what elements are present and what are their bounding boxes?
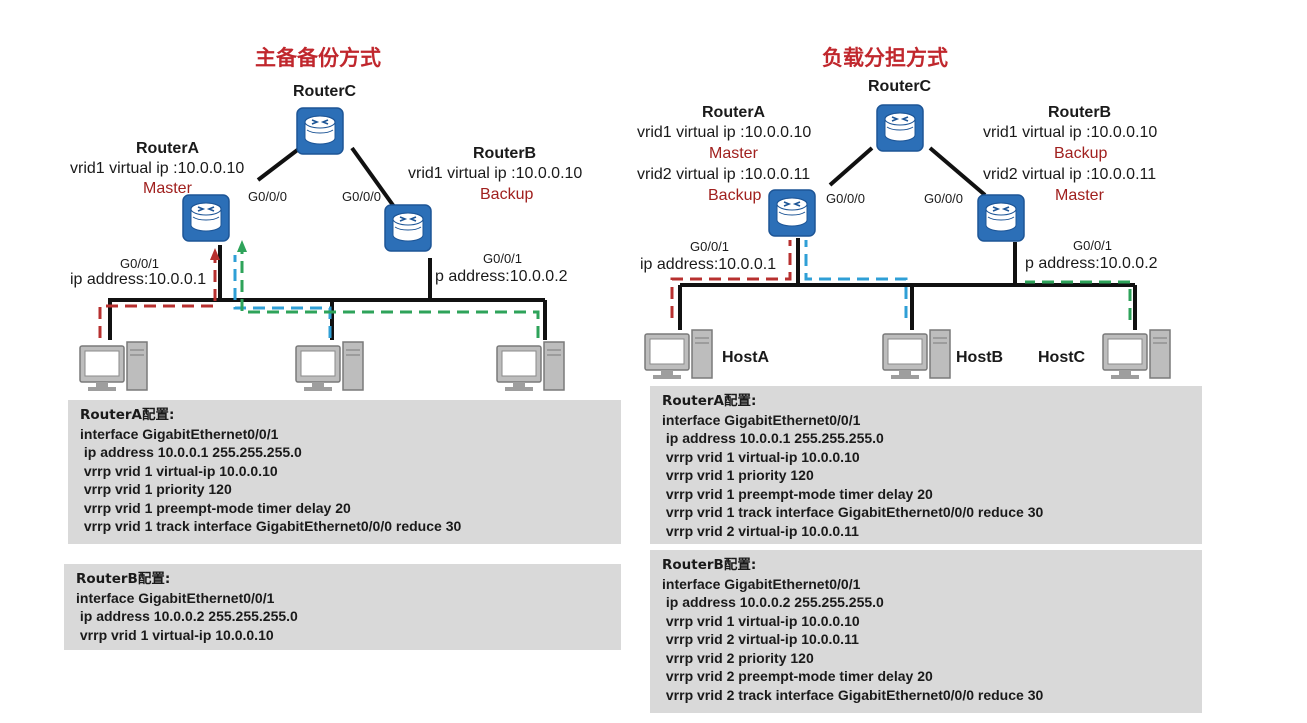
right-title: 负载分担方式 <box>822 46 948 70</box>
config-line: vrrp vrid 1 priority 120 <box>662 467 814 483</box>
left-title: 主备备份方式 <box>255 46 381 70</box>
left-routerB-ip: p address:10.0.0.2 <box>435 268 568 285</box>
right-hostB-icon <box>882 329 951 380</box>
left-traffic-paths <box>98 245 540 338</box>
right-routerB-role2: Master <box>1055 187 1104 204</box>
config-line: interface GigabitEthernet0/0/1 <box>662 411 861 428</box>
config-line: interface GigabitEthernet0/0/1 <box>662 575 861 592</box>
left-routerA-ip: ip address:10.0.0.1 <box>70 271 207 288</box>
left-routerA-uplink: G0/0/0 <box>248 189 288 204</box>
left-routerA-icon <box>182 194 230 242</box>
config-line: RouterB配置: <box>76 571 171 587</box>
left-routerC-label: RouterC <box>293 83 357 100</box>
right-routerA-vip2: vrid2 virtual ip :10.0.0.11 <box>637 166 811 183</box>
config-line: vrrp vrid 1 track interface GigabitEther… <box>80 518 462 534</box>
config-line: ip address 10.0.0.2 255.255.255.0 <box>662 594 884 610</box>
right-traffic-paths <box>670 240 1132 320</box>
config-line: ip address 10.0.0.2 255.255.255.0 <box>76 608 298 624</box>
config-line: vrrp vrid 1 virtual-ip 10.0.0.10 <box>76 626 274 643</box>
right-routerB-config: RouterB配置: interface GigabitEthernet0/0/… <box>650 550 1202 713</box>
config-line: vrrp vrid 1 priority 120 <box>80 481 232 497</box>
left-routerA-vip: vrid1 virtual ip :10.0.0.10 <box>70 160 245 177</box>
config-line: vrrp vrid 1 preempt-mode timer delay 20 <box>662 485 933 502</box>
right-routerA-uplink: G0/0/0 <box>826 191 866 206</box>
config-line: interface GigabitEthernet0/0/1 <box>80 425 279 442</box>
right-routerB-ip: p address:10.0.0.2 <box>1025 255 1158 272</box>
left-routerA-label: RouterA <box>136 140 200 157</box>
left-routerA-role: Master <box>143 180 192 197</box>
config-line: vrrp vrid 1 virtual-ip 10.0.0.10 <box>80 462 278 479</box>
config-line: vrrp vrid 1 virtual-ip 10.0.0.10 <box>662 612 860 629</box>
left-host2-icon <box>295 341 364 392</box>
right-routerB-role1: Backup <box>1054 145 1108 162</box>
config-line: vrrp vrid 2 virtual-ip 10.0.0.11 <box>662 631 859 647</box>
right-routerA-role1: Master <box>709 145 758 162</box>
config-line: RouterA配置: <box>80 407 175 423</box>
left-routerB-config: RouterB配置: interface GigabitEthernet0/0/… <box>64 564 621 650</box>
right-hostA-label: HostA <box>722 349 770 366</box>
right-routerB-vip2: vrid2 virtual ip :10.0.0.11 <box>983 166 1157 183</box>
right-routerC-label: RouterC <box>868 78 932 95</box>
left-routerB-role: Backup <box>480 186 534 203</box>
right-routerB-vip1: vrid1 virtual ip :10.0.0.10 <box>983 124 1158 141</box>
right-hostA-icon <box>644 329 713 380</box>
config-line: vrrp vrid 1 preempt-mode timer delay 20 <box>80 499 351 516</box>
right-routerA-label: RouterA <box>702 104 766 121</box>
config-line: vrrp vrid 2 track interface GigabitEther… <box>662 686 1044 703</box>
config-line: RouterA配置: <box>662 393 757 409</box>
right-routerC-icon <box>876 104 924 152</box>
right-routerB-label: RouterB <box>1048 104 1112 121</box>
config-line: ip address 10.0.0.1 255.255.255.0 <box>662 430 884 446</box>
right-routerB-icon <box>977 194 1025 242</box>
left-routerB-vip: vrid1 virtual ip :10.0.0.10 <box>408 165 583 182</box>
config-line: vrrp vrid 2 priority 120 <box>662 649 814 666</box>
config-line: RouterB配置: <box>662 557 757 573</box>
right-routerA-icon <box>768 189 816 237</box>
config-line: ip address 10.0.0.1 255.255.255.0 <box>80 444 302 460</box>
right-hostC-label: HostC <box>1038 349 1086 366</box>
config-line: vrrp vrid 1 track interface GigabitEther… <box>662 504 1044 520</box>
left-routerB-uplink: G0/0/0 <box>342 189 382 204</box>
config-line: interface GigabitEthernet0/0/1 <box>76 589 275 606</box>
right-hostB-label: HostB <box>956 349 1004 366</box>
right-routerA-role2: Backup <box>708 187 762 204</box>
left-routerB-label: RouterB <box>473 145 537 162</box>
left-routerA-downlink: G0/0/1 <box>120 256 160 271</box>
left-host3-icon <box>496 341 565 392</box>
left-host1-icon <box>79 341 148 392</box>
right-routerA-vip1: vrid1 virtual ip :10.0.0.10 <box>637 124 812 141</box>
left-routerB-icon <box>384 204 432 252</box>
right-routerA-config: RouterA配置: interface GigabitEthernet0/0/… <box>650 386 1202 544</box>
right-routerB-uplink: G0/0/0 <box>924 191 964 206</box>
config-line: vrrp vrid 2 virtual-ip 10.0.0.11 <box>662 522 859 539</box>
left-routerC-icon <box>296 107 344 155</box>
config-line: vrrp vrid 2 preempt-mode timer delay 20 <box>662 668 933 684</box>
right-hostC-icon <box>1102 329 1171 380</box>
left-routerA-config: RouterA配置: interface GigabitEthernet0/0/… <box>68 400 621 544</box>
config-line: vrrp vrid 1 virtual-ip 10.0.0.10 <box>662 448 860 465</box>
right-links <box>678 146 1137 330</box>
left-green-arrow <box>237 240 247 252</box>
right-routerA-downlink: G0/0/1 <box>690 239 730 254</box>
left-red-arrow <box>210 248 220 260</box>
left-routerB-downlink: G0/0/1 <box>483 251 523 266</box>
right-routerA-ip: ip address:10.0.0.1 <box>640 256 777 273</box>
right-routerB-downlink: G0/0/1 <box>1073 238 1113 253</box>
